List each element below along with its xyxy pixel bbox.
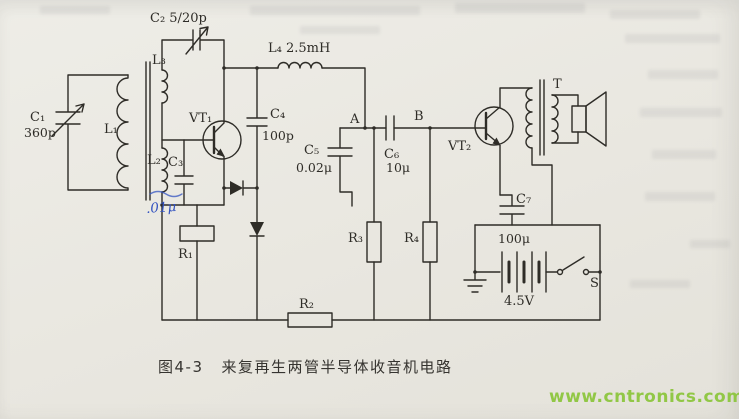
label-r2: R₂ xyxy=(299,297,314,312)
label-l3: L₃ xyxy=(152,53,166,68)
scan-artifact xyxy=(648,70,718,79)
label-r3: R₃ xyxy=(348,231,363,246)
coil-l3 xyxy=(161,69,169,104)
label-vt2: VT₂ xyxy=(447,139,471,154)
label-l1: L₁ xyxy=(104,122,118,137)
speaker xyxy=(551,91,607,147)
label-battery: 4.5V xyxy=(504,294,535,309)
figure-number: 图4-3 xyxy=(158,358,204,376)
scan-artifact xyxy=(652,150,716,159)
label-c5: C₅ xyxy=(304,143,319,158)
label-r1: R₁ xyxy=(178,247,193,262)
resistor-r3 xyxy=(366,127,382,321)
label-c1-value: 360p xyxy=(24,125,56,140)
label-c1: C₁ xyxy=(30,110,45,125)
junction-dots xyxy=(160,66,602,274)
switch-s xyxy=(556,256,601,276)
label-c5-value: 0.02μ xyxy=(296,160,332,175)
label-r4: R₄ xyxy=(404,231,419,246)
label-c7-value: 100μ xyxy=(498,231,530,246)
label-node-b: B xyxy=(414,109,424,124)
scan-artifact xyxy=(250,6,420,15)
transistor-vt1 xyxy=(161,67,242,206)
variable-capacitor-c1 xyxy=(51,74,129,191)
wire-top-rail xyxy=(223,67,366,129)
diode-d2 xyxy=(249,222,265,321)
transformer-core-left xyxy=(145,61,151,201)
transformer-t xyxy=(525,79,559,226)
resistor-r4 xyxy=(422,127,438,321)
label-c3: C₃ xyxy=(168,155,183,170)
scan-artifact xyxy=(645,192,715,201)
capacitor-c5 xyxy=(327,127,353,207)
scan-artifact xyxy=(640,108,722,117)
label-vt1: VT₁ xyxy=(188,111,212,126)
resistor-r1 xyxy=(179,204,215,321)
trimmer-capacitor-c2 xyxy=(161,26,225,71)
choke-l4 xyxy=(277,61,323,69)
scan-artifact xyxy=(40,6,110,14)
capacitor-c3 xyxy=(174,139,194,206)
label-transformer: T xyxy=(553,77,562,92)
scan-artifact xyxy=(625,34,720,43)
label-c6: C₆ xyxy=(384,147,399,162)
label-c4: C₄ xyxy=(270,107,285,122)
label-l2: L₂ xyxy=(147,153,161,168)
resistor-r2 xyxy=(287,312,333,328)
label-c6-value: 10μ xyxy=(386,160,410,175)
label-node-a: A xyxy=(349,112,360,127)
watermark-url: www.cntronics.com xyxy=(549,387,739,407)
transistor-vt2 xyxy=(474,87,533,196)
scan-artifact xyxy=(690,240,730,248)
scan-artifact xyxy=(300,26,380,34)
capacitor-c7 xyxy=(499,194,525,226)
battery xyxy=(474,224,558,293)
capacitor-c4 xyxy=(246,67,268,223)
ground-symbol xyxy=(463,271,487,293)
diode-d1 xyxy=(223,180,258,196)
label-c7: C₇ xyxy=(516,192,531,207)
label-c4-value: 100p xyxy=(262,128,294,143)
coil-l1 xyxy=(116,74,129,191)
figure-title: 来复再生两管半导体收音机电路 xyxy=(221,358,453,376)
figure-caption: 图4-3 来复再生两管半导体收音机电路 xyxy=(158,356,453,377)
capacitor-c6 xyxy=(385,115,395,141)
label-c2: C₂ 5/20p xyxy=(150,11,207,26)
label-c3-pen-note: .01μ xyxy=(145,199,177,217)
coil-l2 xyxy=(161,147,169,193)
label-l4: L₄ 2.5mH xyxy=(268,41,330,56)
label-switch: S xyxy=(590,276,599,291)
pen-annotation-mark xyxy=(149,190,183,198)
scan-artifact xyxy=(630,280,690,288)
scan-artifact xyxy=(455,3,585,13)
scan-artifact xyxy=(610,10,700,19)
